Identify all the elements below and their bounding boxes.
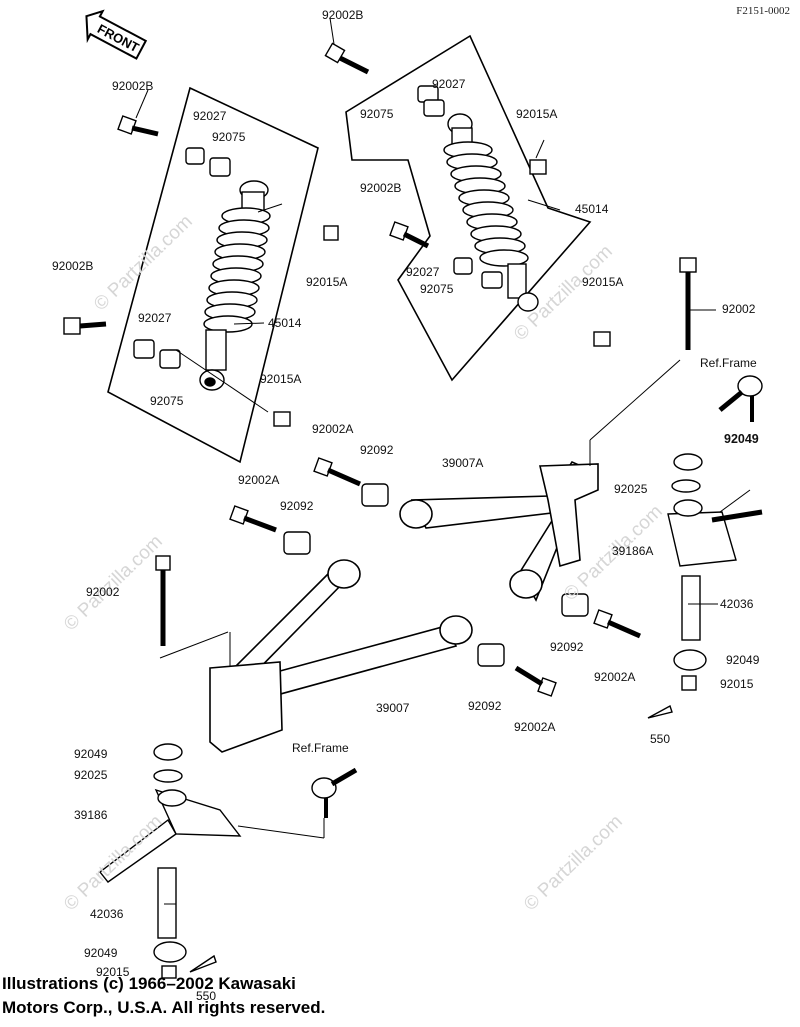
part-label: 92015A (582, 275, 624, 289)
part-label: 92002 (86, 585, 120, 599)
part-label: 92075 (212, 130, 246, 144)
part-label: 39007A (442, 456, 484, 470)
part-label: 92002A (594, 670, 636, 684)
part-label: 550 (196, 989, 217, 1003)
left-shock-outline (107, 86, 319, 464)
part-label: 92049 (724, 432, 759, 446)
part-label: 92002B (322, 8, 364, 22)
part-label: 92027 (138, 311, 172, 325)
part-label: 92092 (550, 640, 584, 654)
part-label: 92027 (406, 265, 440, 279)
part-label: 45014 (575, 202, 609, 216)
part-label: 92002A (238, 473, 280, 487)
part-label: 92049 (84, 946, 118, 960)
part-label: 92015A (516, 107, 558, 121)
part-label: 92049 (74, 747, 108, 761)
part-label: 92015A (306, 275, 348, 289)
knuckles (99, 499, 763, 883)
copyright-line: Illustrations (c) 1966–2002 Kawasaki (2, 974, 296, 993)
front-arrow-icon: FRONT (85, 9, 148, 60)
part-label: 92002 (722, 302, 756, 316)
left-shock-absorber (199, 180, 271, 391)
part-label: 92092 (360, 443, 394, 457)
part-label: Ref.Frame (292, 741, 349, 755)
part-label: 92027 (432, 77, 466, 91)
part-label: 92092 (468, 699, 502, 713)
part-label: 39186 (74, 808, 108, 822)
part-label: 92002A (514, 720, 556, 734)
part-label: 92015 (720, 677, 754, 691)
part-label: 39007 (376, 701, 410, 715)
part-label: 92075 (420, 282, 454, 296)
part-label: 92002A (312, 422, 354, 436)
part-label: 92015A (260, 372, 302, 386)
copyright-line: Motors Corp., U.S.A. All rights reserved… (2, 998, 326, 1017)
part-label: 92092 (280, 499, 314, 513)
part-label: 92025 (74, 768, 108, 782)
part-label: 39186A (612, 544, 654, 558)
part-label: 550 (650, 732, 671, 746)
right-shock-outline (345, 34, 592, 382)
part-label: 92025 (614, 482, 648, 496)
part-label: 92049 (726, 653, 760, 667)
part-label: 42036 (90, 907, 124, 921)
leader-lines (135, 17, 751, 905)
part-label: 92002B (360, 181, 402, 195)
part-label: 42036 (720, 597, 754, 611)
part-label: 92075 (360, 107, 394, 121)
part-label: 45014 (268, 316, 302, 330)
cotter-pins (189, 704, 673, 973)
part-label: 92075 (150, 394, 184, 408)
part-label: 92015 (96, 965, 130, 979)
bushings (133, 85, 707, 979)
right-shock-absorber (443, 113, 539, 312)
lower-a-arm (209, 559, 473, 753)
part-label: 92002B (112, 79, 154, 93)
tie-rod-ends (311, 375, 763, 818)
upper-a-arm (399, 460, 599, 602)
part-label: 92027 (193, 109, 227, 123)
part-label: 92002B (52, 259, 94, 273)
bolts (63, 42, 697, 697)
drawing-code: F2151-0002 (736, 5, 790, 17)
copyright-notice: Illustrations (c) 1966–2002 Kawasaki Mot… (2, 972, 325, 1020)
part-label: Ref.Frame (700, 356, 757, 370)
